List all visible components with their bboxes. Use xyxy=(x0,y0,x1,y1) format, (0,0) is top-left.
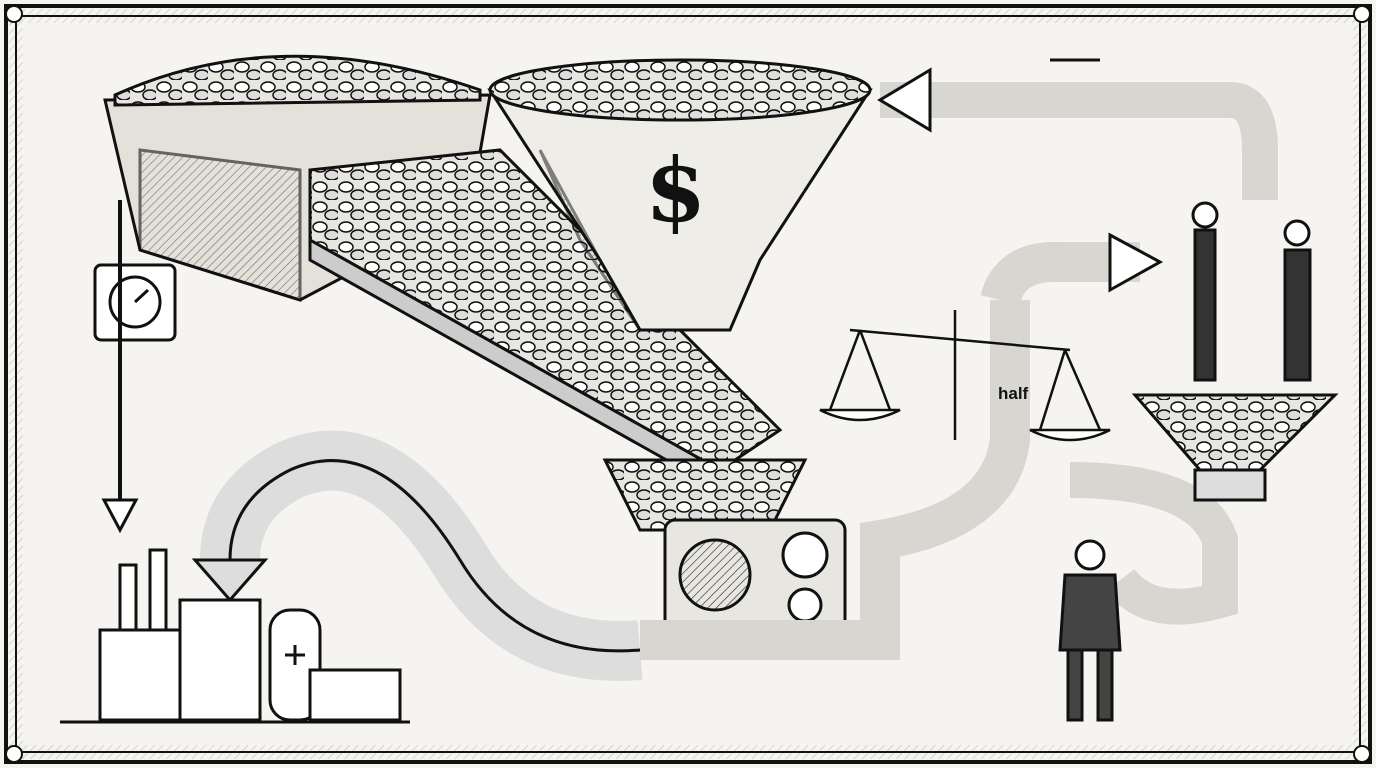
pipeline-to-factory xyxy=(191,58,1278,681)
gear-machine xyxy=(602,458,847,632)
scale-label-half: half xyxy=(998,384,1029,403)
factory xyxy=(60,548,410,724)
businessman xyxy=(1058,539,1122,722)
funnel-dollar-sign: $ xyxy=(645,138,707,242)
ornate-frame xyxy=(4,4,1372,764)
balance-scale xyxy=(819,310,1111,442)
money-funnel xyxy=(487,58,873,332)
investors-funnel xyxy=(1131,201,1339,502)
